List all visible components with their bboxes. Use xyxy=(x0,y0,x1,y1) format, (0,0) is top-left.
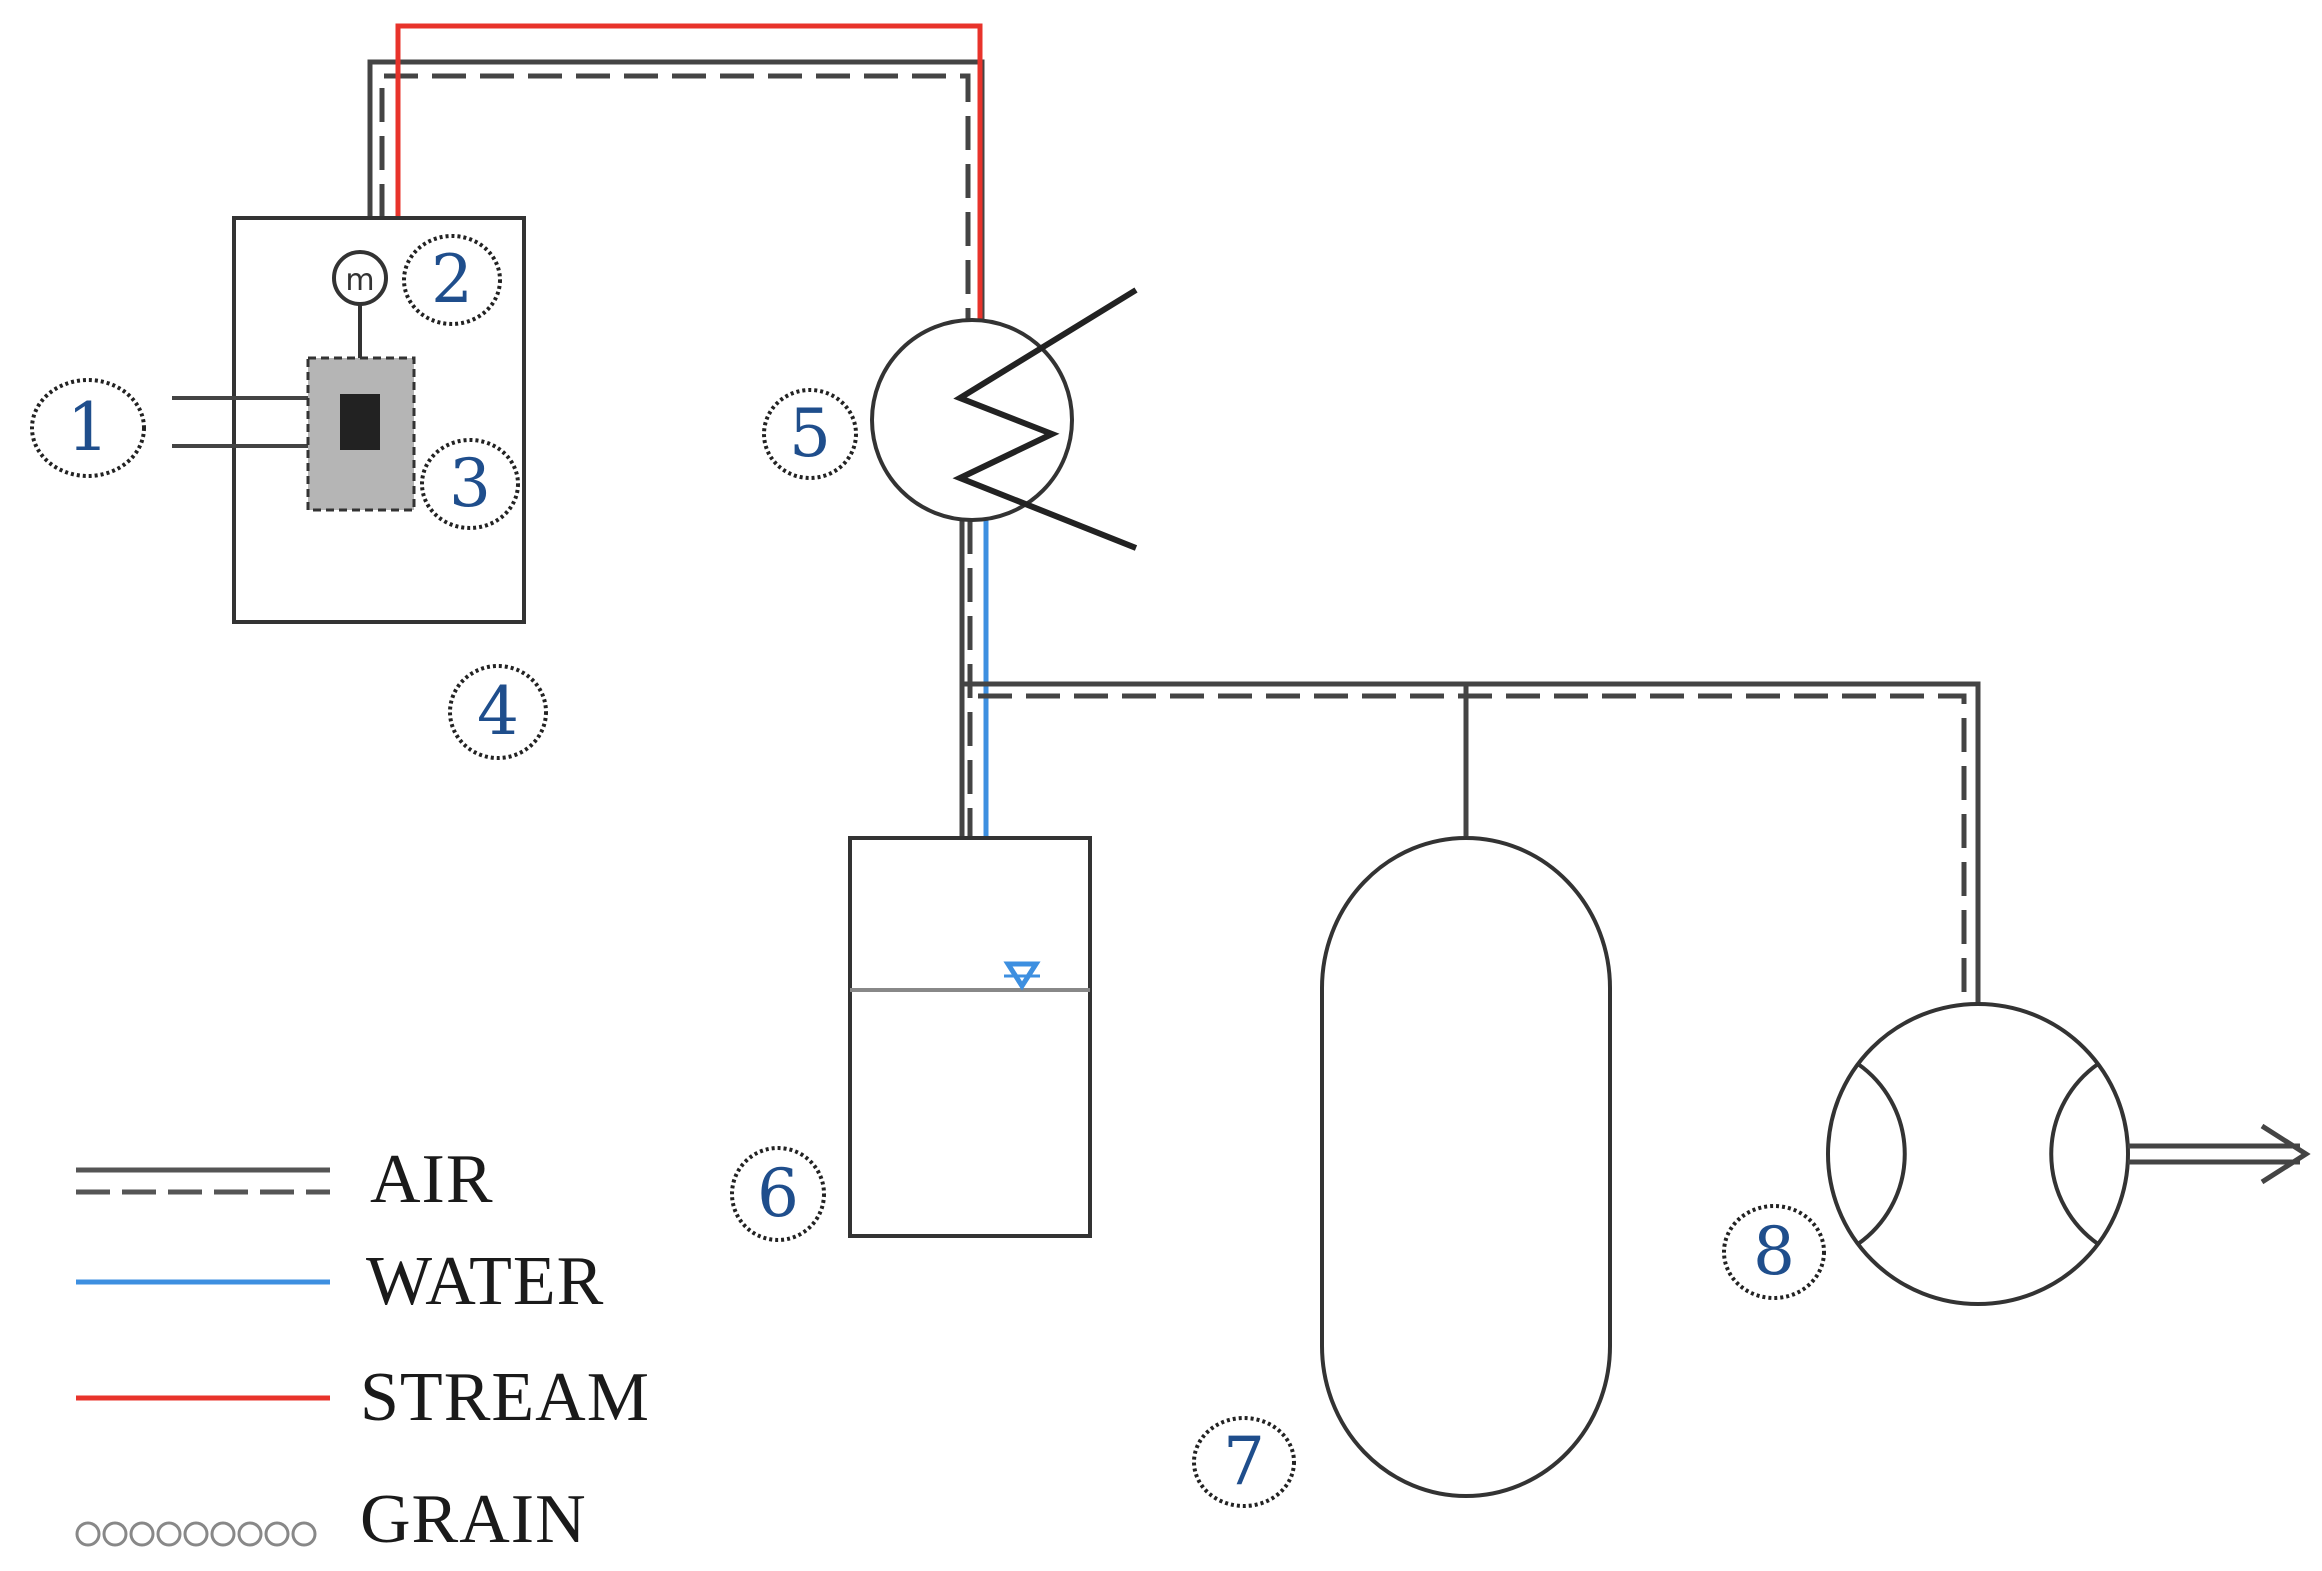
mass-balance-symbol: m xyxy=(345,263,374,298)
legend: AIR WATER STREAM GRAIN xyxy=(75,1141,650,1558)
legend-stream: STREAM xyxy=(76,1359,650,1436)
callout-2: 2 xyxy=(402,234,502,326)
callout-6: 6 xyxy=(730,1146,826,1242)
callout-5: 5 xyxy=(762,388,858,480)
svg-text:8: 8 xyxy=(1753,1213,1795,1290)
callout-7: 7 xyxy=(1192,1416,1296,1508)
drying-chamber xyxy=(232,216,526,624)
inlet-lines xyxy=(172,396,310,448)
svg-text:4: 4 xyxy=(477,673,519,750)
grain-bead xyxy=(237,1521,263,1547)
grain-bead xyxy=(183,1521,209,1547)
grain-bead xyxy=(291,1521,317,1547)
callout-8: 8 xyxy=(1722,1204,1826,1300)
legend-grain: GRAIN xyxy=(75,1481,587,1558)
callout-3: 3 xyxy=(420,438,520,530)
stream-line-chamber-to-exchanger xyxy=(395,23,983,320)
svg-text:STREAM: STREAM xyxy=(360,1359,650,1436)
grain-bead xyxy=(102,1521,128,1547)
exhaust-arrow xyxy=(2128,1123,2311,1185)
air-line-header xyxy=(964,681,1981,1004)
svg-text:1: 1 xyxy=(67,389,109,466)
svg-text:AIR: AIR xyxy=(370,1141,494,1218)
legend-air: AIR xyxy=(76,1141,494,1218)
svg-text:5: 5 xyxy=(789,395,831,472)
grain-bead xyxy=(264,1521,290,1547)
grain-bead xyxy=(156,1521,182,1547)
svg-text:6: 6 xyxy=(757,1155,799,1232)
grain-sample xyxy=(340,394,380,450)
vacuum-pump xyxy=(1826,1002,2130,1306)
svg-text:WATER: WATER xyxy=(366,1243,604,1320)
svg-text:7: 7 xyxy=(1223,1423,1265,1500)
heat-exchanger xyxy=(870,287,1138,551)
svg-text:GRAIN: GRAIN xyxy=(360,1481,587,1558)
air-line-exchanger-to-header xyxy=(959,520,973,836)
mass-balance-gauge xyxy=(332,250,388,306)
callout-1: 1 xyxy=(30,378,146,478)
grain-bead xyxy=(75,1521,101,1547)
receiver-vessel xyxy=(1320,836,1612,1498)
callout-4: 4 xyxy=(448,664,548,760)
grain-bead xyxy=(129,1521,155,1547)
grain-chain-symbol xyxy=(75,1521,317,1547)
condensate-tank xyxy=(848,836,1092,1238)
legend-water: WATER xyxy=(76,1243,604,1320)
grain-bead xyxy=(210,1521,236,1547)
svg-text:3: 3 xyxy=(449,445,491,522)
svg-text:2: 2 xyxy=(431,241,473,318)
